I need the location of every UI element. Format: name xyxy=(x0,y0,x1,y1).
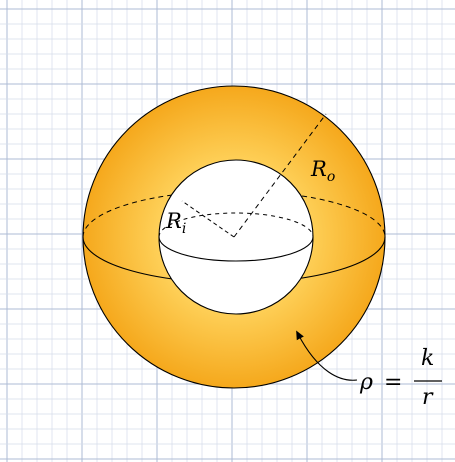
inner-radius-line xyxy=(181,200,235,238)
density-denominator: r xyxy=(422,385,434,410)
density-numerator: k xyxy=(421,346,434,371)
outer-radius-line xyxy=(233,113,327,238)
density-equation: ρ = k r xyxy=(359,346,442,410)
density-arrow xyxy=(296,330,358,381)
equals-sign: = xyxy=(384,370,402,395)
density-symbol: ρ xyxy=(359,370,373,395)
inner-sphere xyxy=(158,159,314,315)
inner-equator-back xyxy=(158,212,314,238)
outer-radius-label: Ro xyxy=(310,157,335,185)
inner-radius-label: Ri xyxy=(165,209,186,237)
inner-equator-front xyxy=(158,236,314,262)
